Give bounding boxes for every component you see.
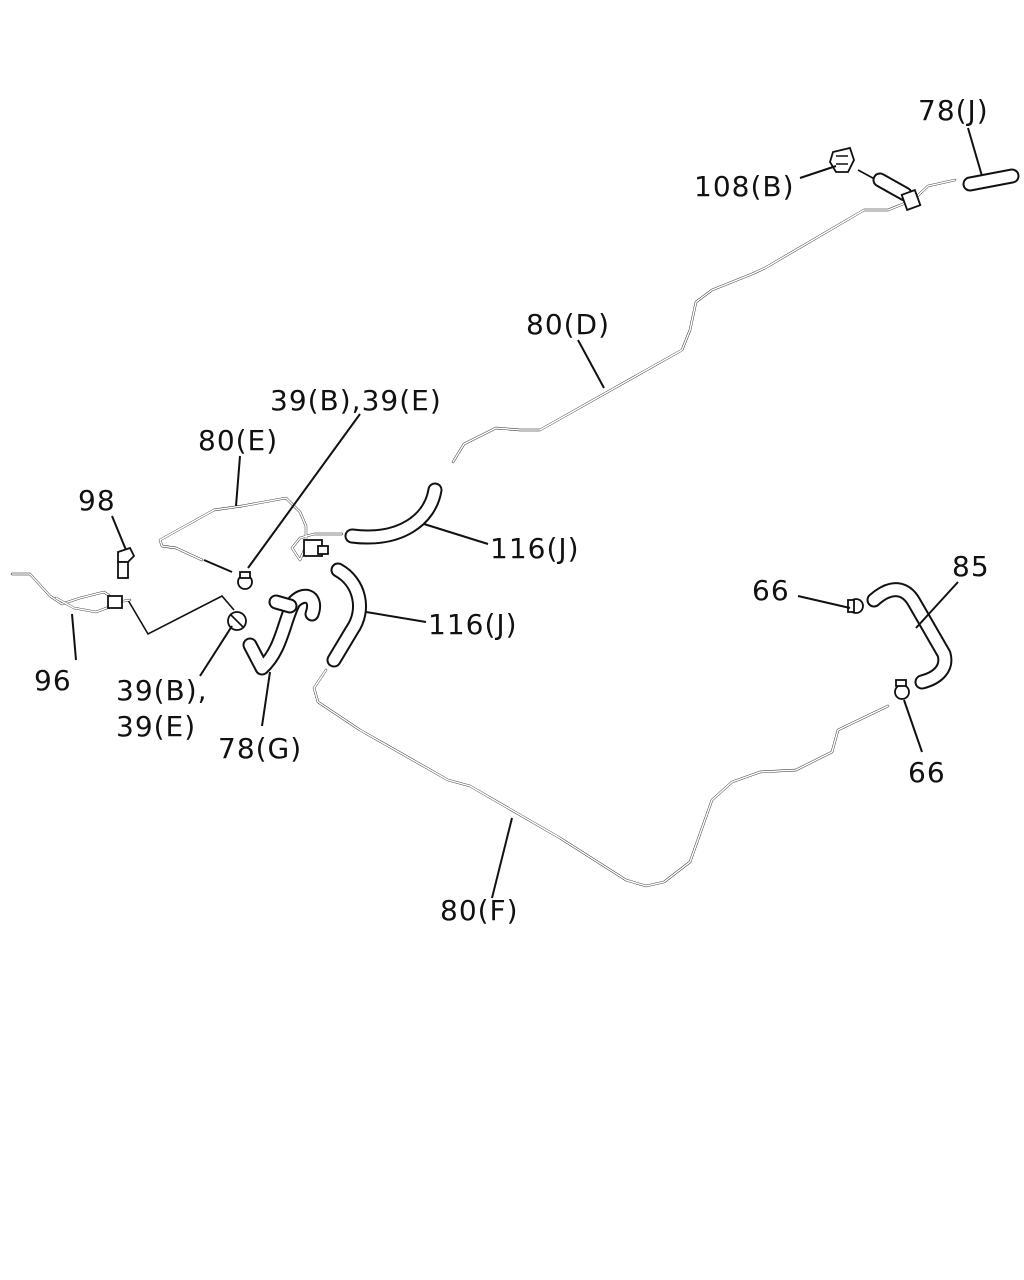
pipe-96 [10, 572, 132, 614]
clip-39-upper [237, 571, 253, 590]
label-39b-39e-top: 39(B),39(E) [270, 384, 442, 417]
label-80d: 80(D) [526, 308, 610, 341]
label-85: 85 [952, 550, 990, 583]
leader-lines [71, 127, 983, 899]
clip-108b [829, 146, 855, 173]
bolt-98 [117, 546, 136, 579]
pipe-80e [158, 496, 344, 573]
pipe-80f [312, 668, 890, 888]
label-108b: 108(B) [694, 170, 795, 203]
hose-85 [866, 582, 953, 690]
label-96: 96 [34, 664, 72, 697]
hose-78g [242, 588, 321, 676]
label-116j-upper: 116(J) [490, 532, 580, 565]
label-80e: 80(E) [198, 424, 278, 457]
label-78j: 78(J) [918, 94, 989, 127]
pipe-joint-108 [857, 169, 922, 212]
pipe-80d [451, 178, 957, 464]
hose-116j-lower [326, 562, 367, 668]
label-116j-lower: 116(J) [428, 608, 518, 641]
junction-fitting [303, 539, 329, 557]
clip-66-upper [847, 598, 864, 614]
clip-39-lower [227, 611, 247, 631]
label-78g: 78(G) [218, 732, 302, 765]
label-39e-lower: 39(E) [116, 710, 196, 743]
label-66-lower: 66 [908, 756, 946, 789]
hose-78j [962, 168, 1020, 192]
pipe-link-96 [127, 594, 235, 636]
label-66-upper: 66 [752, 574, 790, 607]
clip-66-lower [894, 679, 910, 700]
label-39b-lower: 39(B), [116, 674, 208, 707]
label-80f: 80(F) [440, 894, 519, 927]
label-98: 98 [78, 484, 116, 517]
hose-116j-upper [344, 482, 443, 545]
